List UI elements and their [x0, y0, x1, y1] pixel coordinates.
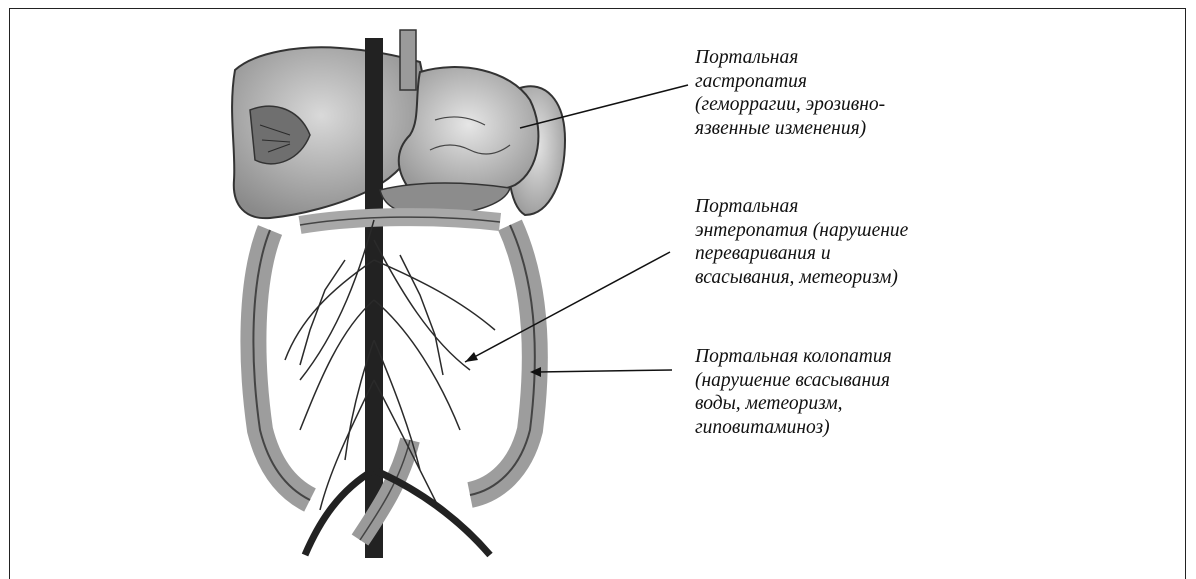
mesenteric-vessels	[285, 220, 495, 510]
annotation-line: энтеропатия (нарушение	[695, 219, 908, 243]
annotation-line: (геморрагии, эрозивно-	[695, 93, 885, 117]
iliac-vessels	[305, 470, 490, 555]
annotation-colopathy: Портальная колопатия (нарушение всасыван…	[695, 345, 892, 439]
annotation-line: воды, метеоризм,	[695, 392, 892, 416]
annotation-line: гиповитаминоз)	[695, 416, 892, 440]
annotation-line: всасывания, метеоризм)	[695, 266, 908, 290]
annotation-enteropathy: Портальная энтеропатия (нарушение перева…	[695, 195, 908, 289]
annotation-line: Портальная	[695, 46, 885, 70]
annotation-line: (нарушение всасывания	[695, 369, 892, 393]
annotation-gastropathy: Портальная гастропатия (геморрагии, эроз…	[695, 46, 885, 140]
annotation-line: язвенные изменения)	[695, 117, 885, 141]
annotation-line: переваривания и	[695, 242, 908, 266]
colon	[253, 217, 534, 540]
stomach	[399, 67, 539, 195]
annotation-line: гастропатия	[695, 70, 885, 94]
annotation-line: Портальная	[695, 195, 908, 219]
annotation-line: Портальная колопатия	[695, 345, 892, 369]
